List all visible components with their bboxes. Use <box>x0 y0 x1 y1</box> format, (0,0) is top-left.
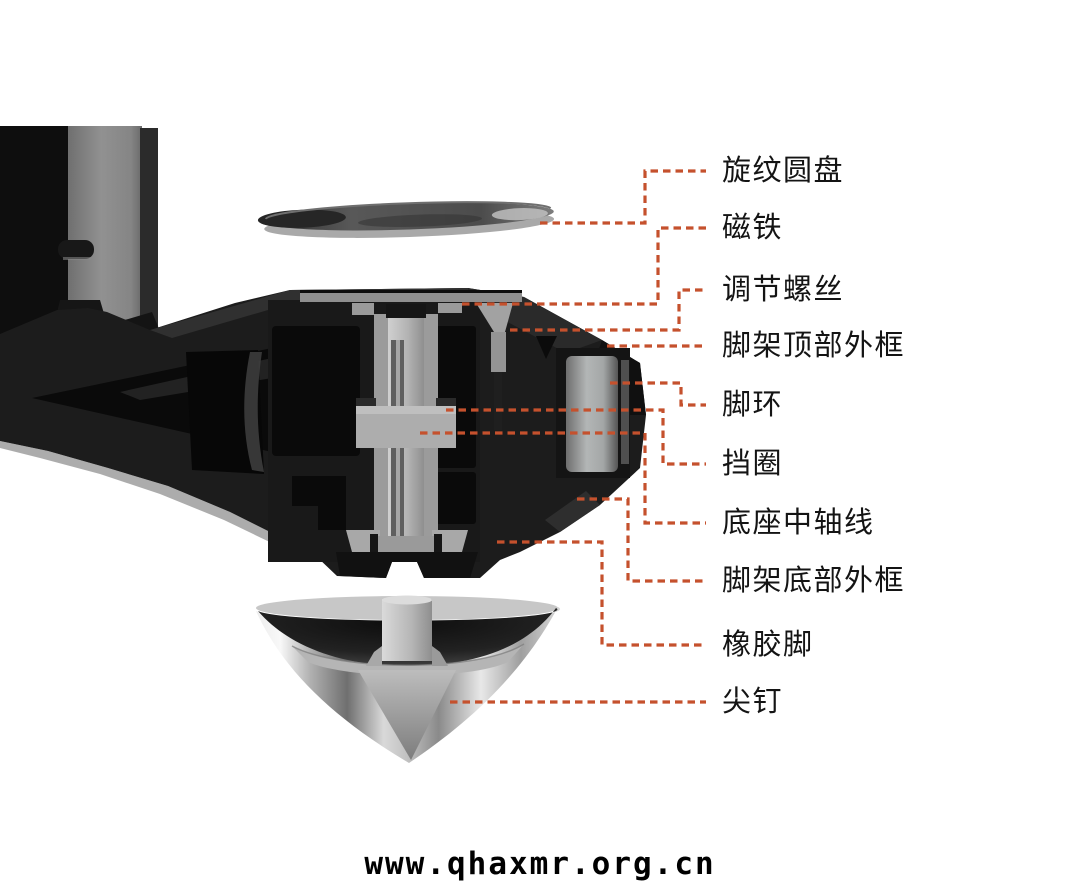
spiral-disc-illustration <box>257 201 555 238</box>
leader-line-foot-ring <box>610 381 706 407</box>
spike-part <box>358 670 456 760</box>
part-label-stand-bottom-outer-frame: 脚架底部外框 <box>722 565 906 597</box>
part-label-foot-ring: 脚环 <box>722 389 784 421</box>
part-label-base-central-axis: 底座中轴线 <box>722 507 875 539</box>
speaker-cabinet-corner <box>0 126 162 338</box>
rubber-foot-part <box>336 530 478 578</box>
part-label-spiral-disc: 旋纹圆盘 <box>722 155 845 187</box>
part-label-retaining-ring: 挡圈 <box>722 448 784 480</box>
leader-lines <box>420 169 706 704</box>
magnet-part <box>300 293 522 302</box>
part-label-magnet: 磁铁 <box>722 212 784 244</box>
part-label-spike: 尖钉 <box>722 686 784 718</box>
part-label-adjusting-screw: 调节螺丝 <box>722 274 845 306</box>
foot-ring-part <box>566 356 618 472</box>
leader-line-adjusting-screw <box>510 288 706 332</box>
leader-line-stand-bottom-outer-frame <box>577 497 706 583</box>
leader-line-spiral-disc <box>540 169 706 225</box>
leader-line-base-central-axis <box>420 431 706 525</box>
cabinet-latch-notch <box>58 240 94 259</box>
spike-cone-illustration <box>256 595 561 763</box>
retaining-ring-part <box>356 398 456 448</box>
leader-line-retaining-ring <box>446 408 706 466</box>
adjusting-screw-part <box>476 303 513 430</box>
leader-line-rubber-foot <box>497 540 706 647</box>
part-label-rubber-foot: 橡胶脚 <box>722 629 814 661</box>
part-label-stand-top-outer-frame: 脚架顶部外框 <box>722 330 906 362</box>
watermark-url: www.qhaxmr.org.cn <box>364 846 716 882</box>
